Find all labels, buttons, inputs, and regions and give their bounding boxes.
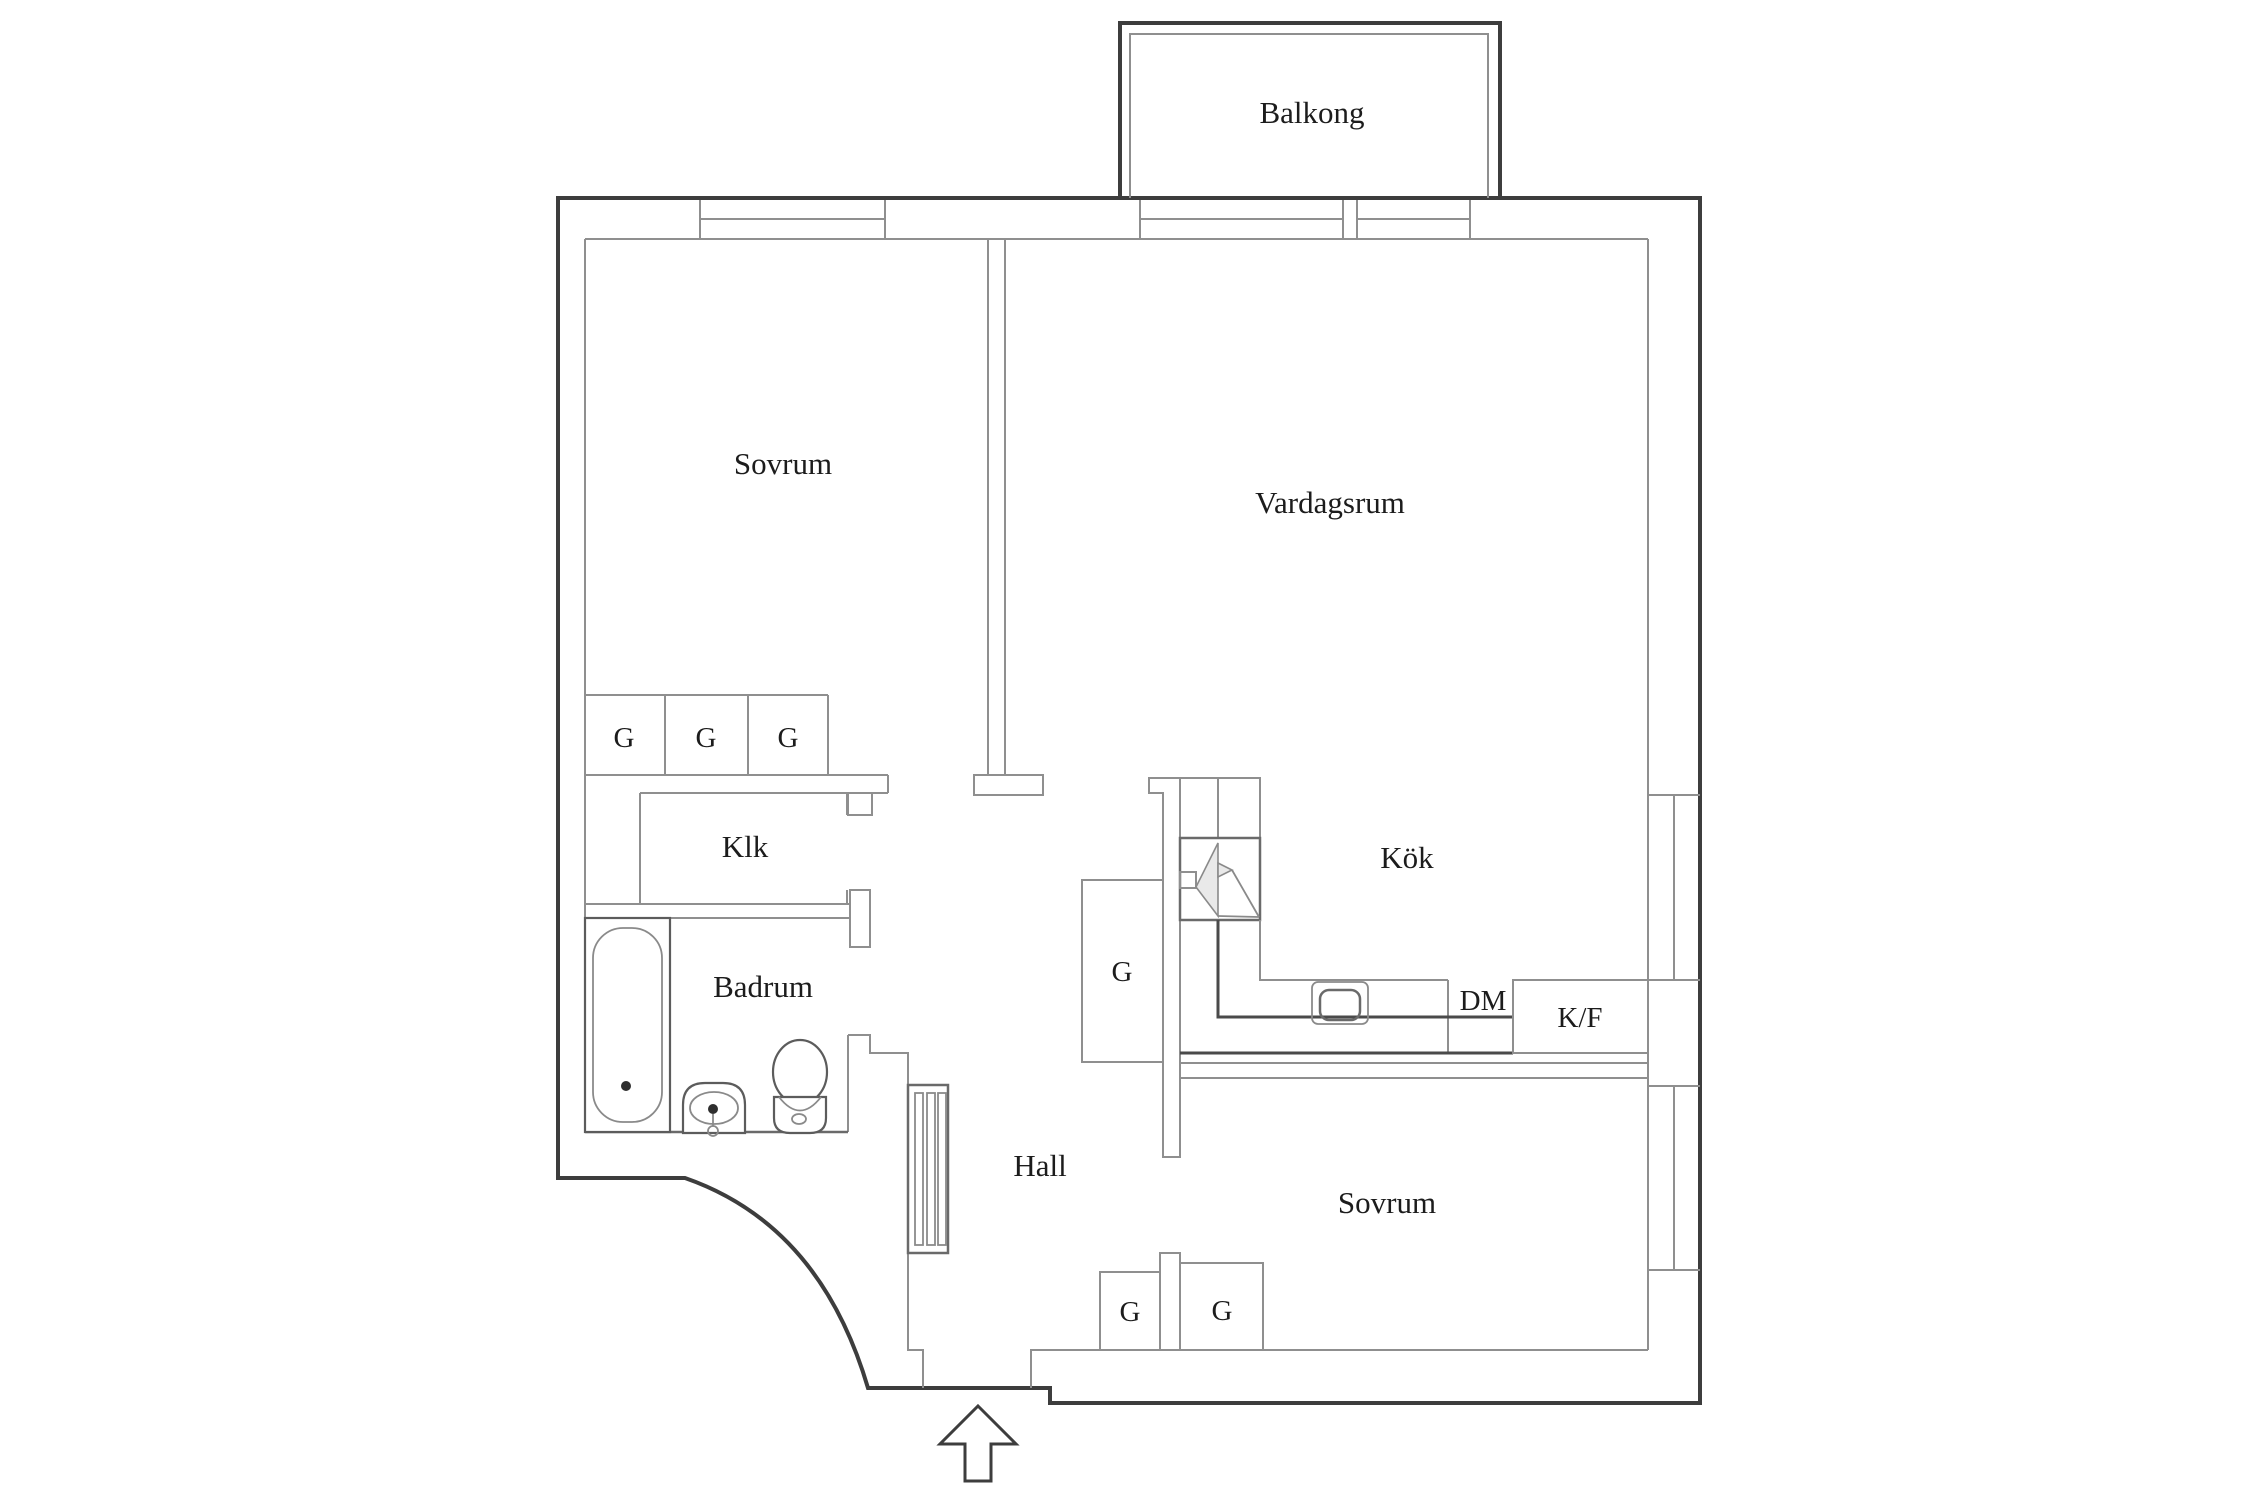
- bathtub-inner: [592, 927, 663, 1123]
- kitchen-right-window: [1648, 794, 1700, 981]
- stove-fan-lines: [1217, 869, 1260, 918]
- bedroom1-closet3-label: G: [778, 722, 799, 754]
- counter-front-edge: [1216, 920, 1513, 1019]
- closets: [585, 694, 1264, 1350]
- bedroom1-closet1-label: G: [614, 722, 635, 754]
- bedroom1-window: [699, 200, 886, 240]
- bedroom1-livingroom-wall: [987, 239, 1006, 775]
- bathtub-drain: [621, 1081, 631, 1091]
- toilet-button: [791, 1113, 807, 1125]
- room-labels: Balkong Sovrum Vardagsrum G G G Klk Badr…: [614, 95, 1603, 1328]
- balcony-door: [1139, 200, 1344, 240]
- walk-in-closet-walls: [639, 793, 848, 905]
- washbasin-tap-handle: [707, 1125, 719, 1137]
- bedroom2-window: [1648, 1085, 1700, 1271]
- sink-outer: [1311, 981, 1369, 1025]
- hall-radiator: [906, 1083, 950, 1255]
- stove-fan-symbol: [1195, 842, 1219, 919]
- hall-west-wall-lower: [907, 1253, 924, 1388]
- bathroom-label: Badrum: [713, 969, 813, 1004]
- dishwasher-label: DM: [1460, 985, 1507, 1017]
- sink-bowl: [1318, 988, 1362, 1022]
- bedroom1-door-jamb: [847, 792, 873, 816]
- walk-in-closet-label: Klk: [722, 829, 769, 864]
- washbasin-bowl: [689, 1091, 739, 1125]
- bathroom-east-wall: [847, 1034, 909, 1132]
- toilet-base: [772, 1095, 828, 1135]
- windows: [699, 200, 1700, 1271]
- hall-closet-upper-label: G: [1112, 956, 1133, 988]
- kitchen-top-window: [1356, 200, 1471, 240]
- stove-fan-flap: [1217, 861, 1234, 879]
- washbasin-tap: [708, 1104, 718, 1114]
- kitchen-fittings: [1178, 777, 1649, 1055]
- apartment-outline: [556, 196, 1702, 1405]
- bedroom1-closet-row: [585, 694, 829, 775]
- balcony-label: Balkong: [1259, 95, 1364, 130]
- stove-knob-box: [1179, 871, 1197, 889]
- bedroom2-closet-box: [1180, 1262, 1264, 1350]
- bathroom-top-wall: [585, 903, 850, 919]
- klk-door-jamb: [849, 889, 871, 948]
- hall-label: Hall: [1013, 1148, 1066, 1183]
- radiator-slat-3: [937, 1092, 947, 1246]
- kitchen-bedroom2-wall: [1180, 1062, 1648, 1079]
- balcony-outline: [1118, 21, 1502, 198]
- hall-closet-lower-box: [1099, 1271, 1160, 1350]
- bedroom2-label: Sovrum: [1338, 1185, 1436, 1220]
- bottom-inner-face: [1030, 1349, 1648, 1388]
- bedroom2-door-stub: [1159, 1252, 1181, 1351]
- partition-walls: [585, 239, 1648, 1388]
- bathtub: [583, 916, 672, 1134]
- bedroom1-closet2-label: G: [696, 722, 717, 754]
- hall-closet-upper-box: [1081, 879, 1163, 1063]
- counter-outline: [1259, 920, 1449, 1053]
- bedroom1-label: Sovrum: [734, 446, 832, 481]
- bathroom-fixtures: [583, 916, 829, 1137]
- inner-wall-faces: [584, 238, 1649, 1388]
- radiator-slat-1: [914, 1092, 924, 1246]
- living-room-label: Vardagsrum: [1255, 485, 1405, 520]
- hall-kitchen-wall: [1148, 777, 1181, 1158]
- balcony-inner-line: [1129, 33, 1489, 198]
- kitchen-label: Kök: [1380, 840, 1434, 875]
- bedroom1-bottom-wall: [585, 774, 889, 794]
- bedroom2-closet-label: G: [1212, 1295, 1233, 1327]
- fridge-freezer-label: K/F: [1557, 1002, 1602, 1034]
- radiator-frame: [906, 1083, 950, 1255]
- outer-walls: [556, 21, 1702, 1405]
- toilet-seat-arc: [778, 1096, 822, 1112]
- fridge-freezer-box: [1512, 979, 1649, 1054]
- kitchen-upper-cabinet: [1179, 777, 1261, 839]
- hall-closet-lower-label: G: [1120, 1296, 1141, 1328]
- radiator-slat-2: [926, 1092, 936, 1246]
- entrance-arrow-icon: [936, 1403, 1020, 1483]
- toilet-bowl: [771, 1038, 829, 1106]
- divider-end-cap: [973, 774, 1044, 796]
- stove: [1178, 836, 1262, 922]
